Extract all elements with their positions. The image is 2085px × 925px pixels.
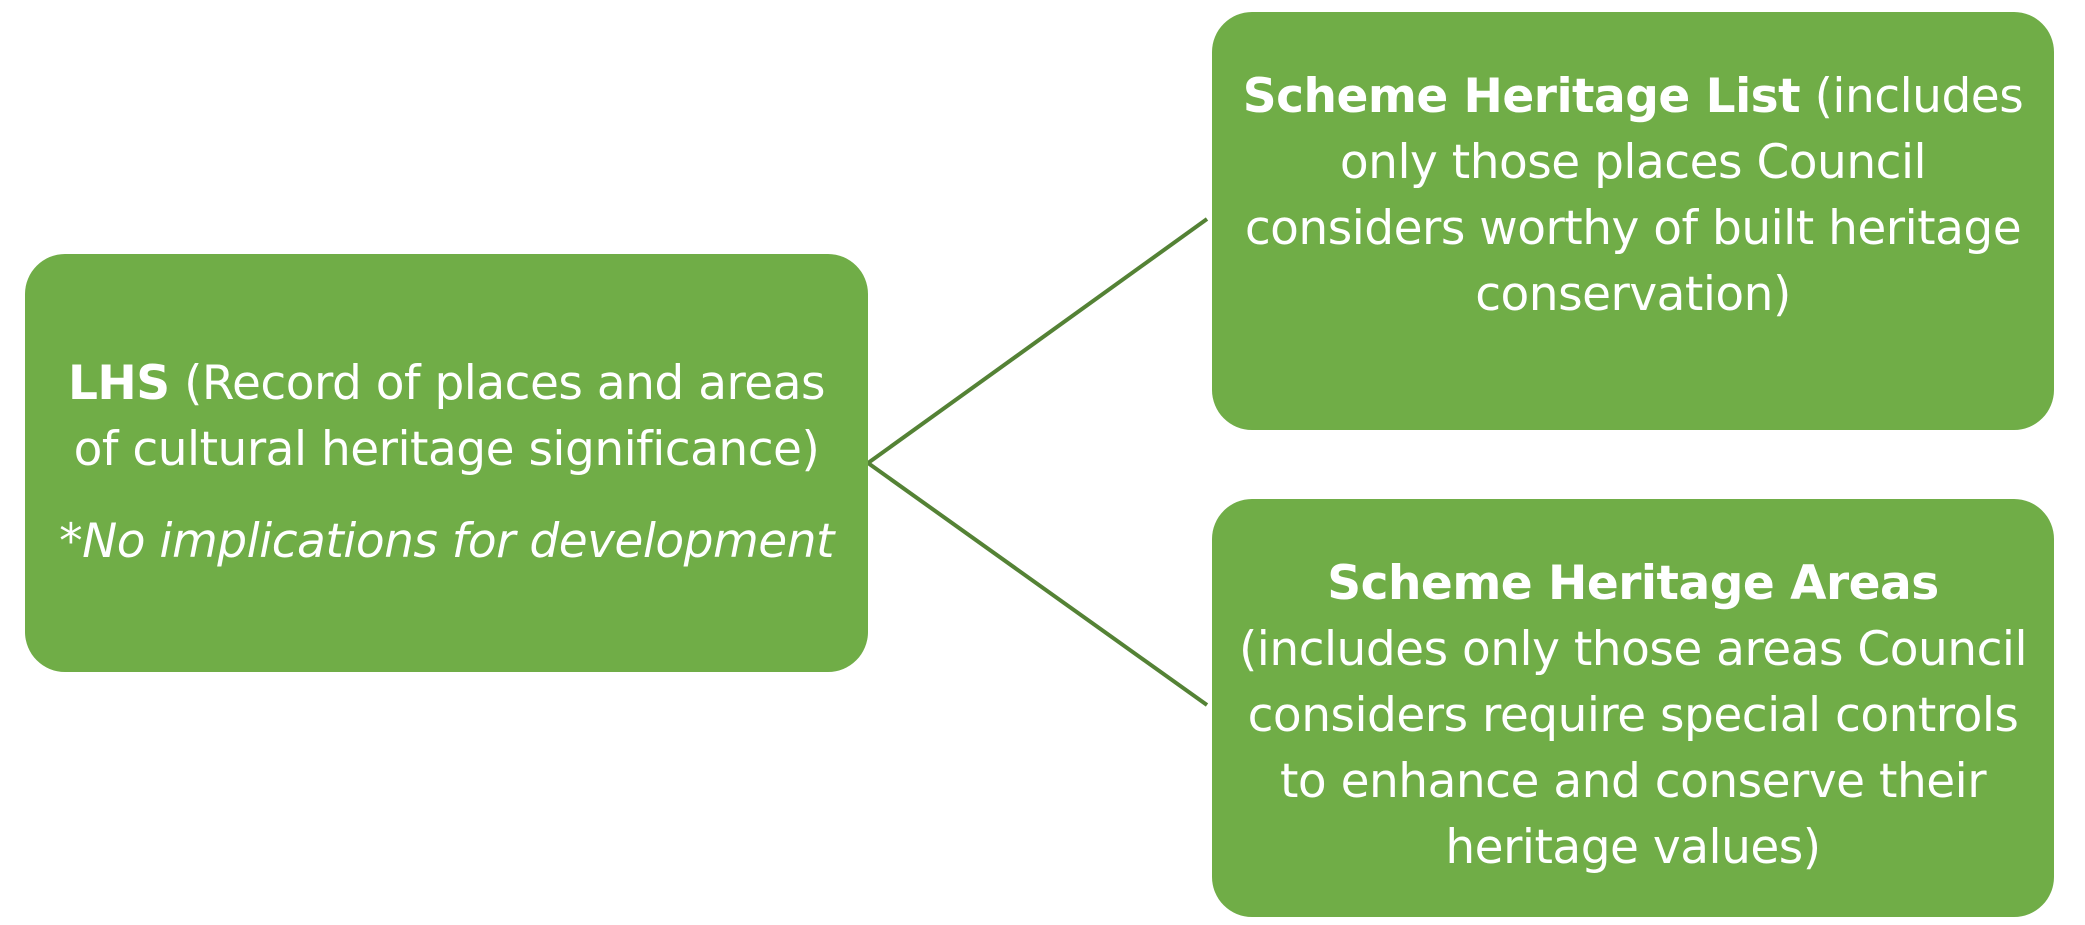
scheme-heritage-areas-description: (includes only those areas Council consi…	[1238, 622, 2028, 875]
scheme-heritage-areas-text: Scheme Heritage Areas (includes only tho…	[1226, 551, 2040, 881]
lhs-description: (Record of places and areas of cultural …	[73, 356, 826, 477]
scheme-heritage-list-node: Scheme Heritage List (includes only thos…	[1212, 12, 2054, 430]
lhs-text: LHS (Record of places and areas of cultu…	[39, 351, 854, 483]
connector-to-heritage-list	[866, 217, 1209, 465]
connector-to-heritage-areas	[866, 461, 1209, 707]
scheme-heritage-areas-node: Scheme Heritage Areas (includes only tho…	[1212, 499, 2054, 917]
scheme-heritage-list-title: Scheme Heritage List	[1242, 69, 1801, 124]
lhs-title: LHS	[67, 356, 170, 411]
scheme-heritage-list-description: (includes only those places Council cons…	[1244, 69, 2024, 322]
lhs-node: LHS (Record of places and areas of cultu…	[25, 254, 868, 672]
scheme-heritage-list-text: Scheme Heritage List (includes only thos…	[1226, 64, 2040, 328]
scheme-heritage-areas-title: Scheme Heritage Areas	[1327, 556, 1939, 611]
lhs-note: *No implications for development	[59, 514, 834, 569]
